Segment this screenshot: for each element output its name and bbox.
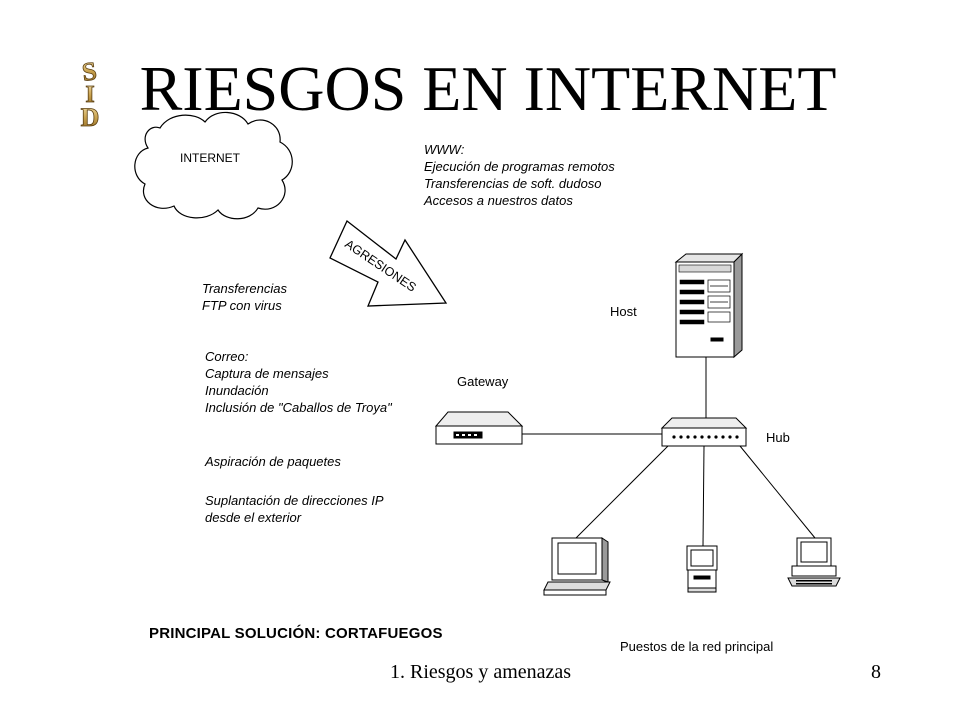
mail-heading: Correo: — [205, 349, 249, 364]
workstation-left-icon — [543, 537, 611, 596]
page-number: 8 — [871, 661, 881, 683]
ftp-line-1: Transferencias — [202, 281, 288, 296]
mail-item-trojans: Inclusión de "Caballos de Troya" — [205, 400, 392, 415]
www-item-doubtful-software: Transferencias de soft. dudoso — [424, 176, 602, 191]
hub-icon — [660, 417, 748, 447]
link-hub-pc-left — [573, 445, 669, 541]
host-label: Host — [610, 304, 637, 319]
www-item-data-access: Accesos a nuestros datos — [424, 193, 573, 208]
gateway-modem-icon — [434, 411, 524, 445]
sid-logo: S I D — [64, 56, 116, 135]
agresiones-arrow — [329, 219, 448, 307]
ip-spoofing-risk: Suplantación de direcciones IP desde el … — [205, 492, 384, 526]
www-heading: WWW: — [424, 142, 465, 157]
main-solution: PRINCIPAL SOLUCIÓN: CORTAFUEGOS — [149, 625, 443, 642]
svg-text:I: I — [85, 82, 94, 108]
footer-section: 1. Riesgos y amenazas — [390, 661, 572, 683]
www-risks: WWW: Ejecución de programas remotos Tran… — [424, 141, 615, 209]
cloud-label: INTERNET — [180, 151, 240, 165]
hub-label: Hub — [766, 430, 790, 445]
spoof-line-2: desde el exterior — [205, 510, 302, 525]
sniffing-risk: Aspiración de paquetes — [205, 454, 341, 469]
internet-cloud — [134, 111, 293, 220]
link-hub-pc-right — [739, 445, 816, 539]
mail-item-capture: Captura de mensajes — [205, 366, 329, 381]
network-links — [522, 357, 816, 547]
svg-text:S: S — [80, 58, 98, 87]
ftp-line-2: FTP con virus — [202, 298, 282, 313]
spoof-line-1: Suplantación de direcciones IP — [205, 493, 384, 508]
gateway-label: Gateway — [457, 374, 509, 389]
workstations-label: Puestos de la red principal — [620, 639, 774, 654]
www-item-remote-programs: Ejecución de programas remotos — [424, 159, 615, 174]
mail-risks: Correo: Captura de mensajes Inundación I… — [205, 348, 392, 416]
slide-title: RIESGOS EN INTERNET — [139, 53, 837, 124]
workstation-middle-icon — [686, 545, 718, 593]
svg-text:D: D — [81, 103, 100, 130]
workstation-right-icon — [787, 537, 841, 587]
ftp-risks: Transferencias FTP con virus — [202, 280, 287, 314]
host-server-icon — [674, 252, 744, 359]
link-hub-pc-middle — [702, 445, 705, 547]
mail-item-flooding: Inundación — [205, 383, 269, 398]
